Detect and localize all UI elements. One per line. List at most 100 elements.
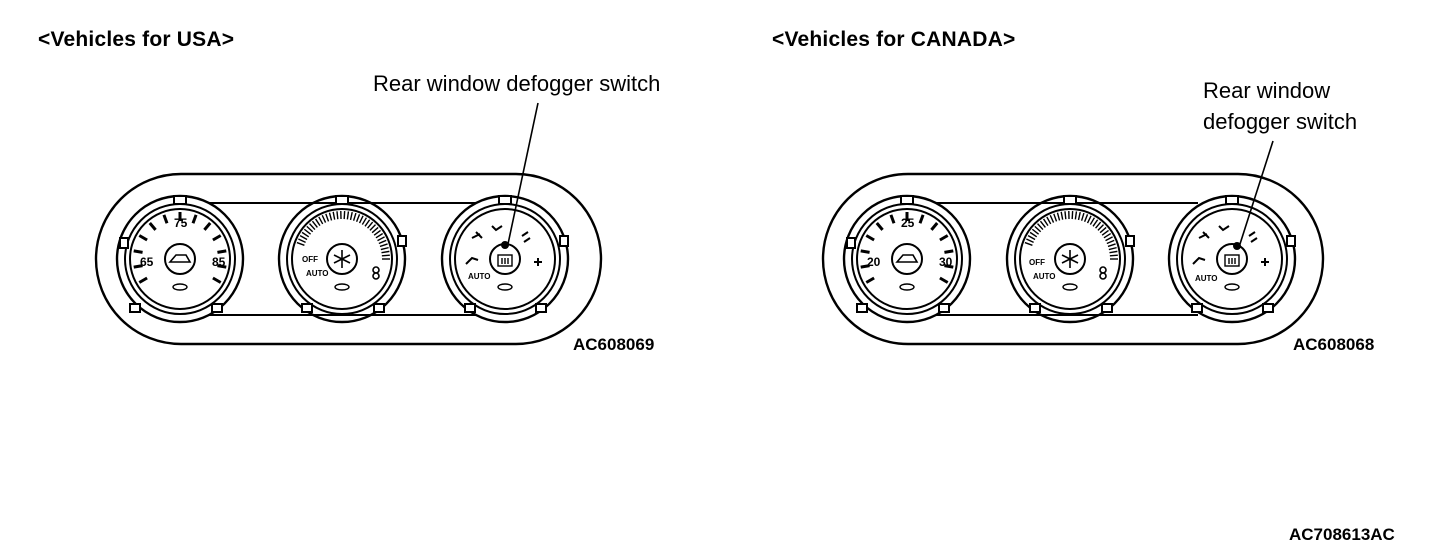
usa-fan-tick (377, 236, 385, 242)
canada-fan-tick (1064, 211, 1067, 220)
canada-fan-tick (1042, 218, 1049, 227)
usa-fan-tick (375, 232, 384, 239)
usa-vent-mode-icons (465, 225, 542, 266)
usa-temp-tick (212, 276, 222, 284)
canada-temp-tick (918, 214, 925, 224)
canada-fan-tick (1083, 214, 1089, 223)
canada-fan-tick (1027, 235, 1036, 241)
usa-temp-high-label: 85 (212, 255, 226, 269)
canada-temp-tick (860, 249, 870, 254)
usa-callout-leader (507, 102, 539, 245)
usa-temp-tick (148, 222, 157, 231)
canada-fan-tick (1046, 216, 1052, 225)
canada-fan-tick (1089, 217, 1096, 225)
usa-fan-tick (336, 211, 339, 220)
canada-callout-leader (1239, 140, 1274, 245)
usa-recirculation-button[interactable] (164, 243, 196, 275)
canada-ac-button[interactable] (1054, 243, 1086, 275)
usa-fan-tick (309, 223, 316, 231)
canada-fan-tick (1095, 221, 1102, 229)
usa-fan-tick (332, 211, 336, 220)
usa-fan-tick (314, 218, 321, 227)
usa-temp-tick (203, 222, 212, 231)
canada-panel-bezel (821, 172, 1325, 346)
canada-temp-tick (930, 222, 939, 231)
usa-fan-tick (298, 238, 306, 244)
canada-fan-tick (1099, 226, 1107, 234)
usa-temp-tick (212, 234, 222, 242)
canada-temperature-dial[interactable] (842, 194, 972, 324)
usa-fan-tick (301, 231, 310, 238)
canada-fan-tick (1077, 211, 1081, 221)
usa-fan-dial[interactable] (277, 194, 407, 324)
usa-rear-defogger-icon (497, 254, 513, 267)
canada-temp-tick (860, 264, 870, 269)
canada-fan-tick (1074, 211, 1078, 220)
canada-fan-tick (1106, 239, 1115, 245)
canada-rear-defogger-icon (1224, 254, 1240, 267)
canada-fan-tick (1108, 246, 1117, 251)
usa-mode-dial[interactable] (440, 194, 570, 324)
canada-fan-tick (1053, 213, 1058, 222)
usa-fan-tick (325, 213, 330, 222)
canada-fan-dial[interactable] (1005, 194, 1135, 324)
canada-temp-tick (939, 276, 949, 284)
canada-fan-tick (1029, 231, 1038, 238)
canada-fan-tick (1105, 236, 1113, 242)
usa-temp-low-label: 65 (140, 255, 154, 269)
usa-fan-tick (346, 211, 350, 220)
canada-callout-line-2: defogger switch (1203, 109, 1358, 134)
usa-fan-tick (358, 215, 364, 224)
canada-fan-tick (1031, 228, 1040, 235)
canada-fan-tick (1056, 212, 1061, 221)
canada-fan-tick (1109, 254, 1118, 257)
usa-fan-tick (364, 219, 371, 227)
usa-fan-tick (306, 225, 314, 233)
canada-fan-tick (1039, 220, 1046, 228)
usa-ac-snowflake-icon (333, 250, 351, 268)
canada-rear-defogger-switch[interactable] (1216, 243, 1248, 275)
canada-defogger-indicator (1233, 242, 1241, 250)
overall-figure-code: AC708613AC (1289, 525, 1395, 544)
usa-fan-tick (311, 220, 318, 228)
canada-fan-tick (1060, 211, 1064, 220)
canada-temp-tick (889, 214, 896, 224)
canada-mode-dial[interactable] (1167, 194, 1297, 324)
usa-ac-button[interactable] (326, 243, 358, 275)
canada-control-panel (821, 140, 1325, 346)
usa-fan-tick (381, 254, 390, 257)
canada-temp-tick (875, 222, 884, 231)
usa-fan-tick (361, 217, 368, 225)
usa-callout-line-1: Rear window defogger switch (373, 71, 661, 96)
canada-recirculation-button[interactable] (891, 243, 923, 275)
canada-figure-code: AC608068 (1293, 335, 1375, 354)
canada-fan-tick (1097, 224, 1105, 231)
canada-temp-mid-label: 25 (901, 216, 915, 230)
usa-fan-tick (380, 246, 389, 251)
usa-temp-mid-label: 75 (174, 216, 188, 230)
canada-fan-tick (1109, 250, 1118, 254)
usa-fan-tick (355, 214, 361, 223)
usa-fan-tick (367, 221, 374, 229)
canada-fan-tick (1034, 225, 1042, 233)
usa-fan-tick (373, 229, 381, 236)
canada-defogger-callout: Rear window defogger switch (1203, 75, 1357, 137)
usa-temp-tick (162, 214, 169, 224)
canada-fan-tick (1092, 219, 1099, 227)
usa-temp-tick (191, 214, 198, 224)
usa-temperature-dial[interactable] (115, 194, 245, 324)
canada-temp-tick (944, 264, 954, 269)
usa-fan-tick (303, 228, 312, 235)
canada-temp-high-label: 30 (939, 255, 953, 269)
canada-temp-low-label: 20 (867, 255, 881, 269)
canada-fan-tick (1026, 238, 1034, 244)
canada-fan-tick (1037, 223, 1044, 231)
usa-temp-tick (133, 249, 143, 254)
canada-fan-tick (1101, 229, 1109, 236)
usa-temp-tick (217, 264, 227, 269)
usa-fan-auto-label: AUTO (306, 269, 329, 278)
canada-mode-auto-label: AUTO (1195, 274, 1218, 283)
canada-fan-tick (1080, 212, 1085, 221)
usa-temp-tick (217, 249, 227, 254)
